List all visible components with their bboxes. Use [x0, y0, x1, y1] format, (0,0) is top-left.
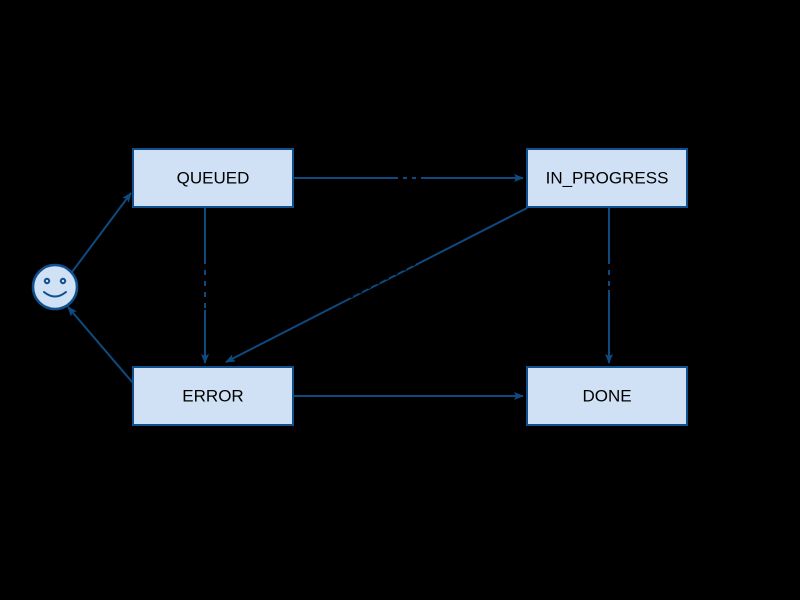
state-label-queued: QUEUED [177, 168, 250, 187]
start-state-node[interactable] [31, 263, 79, 311]
state-box-in-progress[interactable] [526, 148, 688, 208]
edge-in-progress-to-done [605, 207, 613, 364]
state-node-done[interactable]: DONE [526, 366, 688, 426]
edge-in-progress-to-error-label-gap [349, 260, 419, 299]
state-label-done: DONE [582, 386, 631, 405]
smiley-right-eye-icon [59, 277, 67, 285]
state-node-error[interactable]: ERROR [132, 366, 294, 426]
edge-in-progress-to-error [225, 207, 528, 363]
edge-queued-to-in-progress [293, 174, 524, 182]
state-box-done[interactable] [526, 366, 688, 426]
edge-error-to-start [67, 306, 134, 384]
smiley-left-eye-icon [43, 277, 51, 285]
state-box-queued[interactable] [132, 148, 294, 208]
smiley-mouth-icon [43, 291, 67, 298]
edge-start-to-queued [71, 192, 132, 273]
edge-start-to-queued-line [71, 192, 132, 273]
state-label-in-progress: IN_PROGRESS [546, 168, 669, 187]
state-node-queued[interactable]: QUEUED [132, 148, 294, 208]
state-box-error[interactable] [132, 366, 294, 426]
state-node-in-progress[interactable]: IN_PROGRESS [526, 148, 688, 208]
smiley-face-icon[interactable] [31, 263, 79, 311]
edge-error-to-start-line [67, 306, 134, 384]
edge-in-progress-to-error-line [225, 207, 528, 363]
state-label-error: ERROR [182, 386, 243, 405]
edge-queued-to-error [201, 207, 209, 364]
